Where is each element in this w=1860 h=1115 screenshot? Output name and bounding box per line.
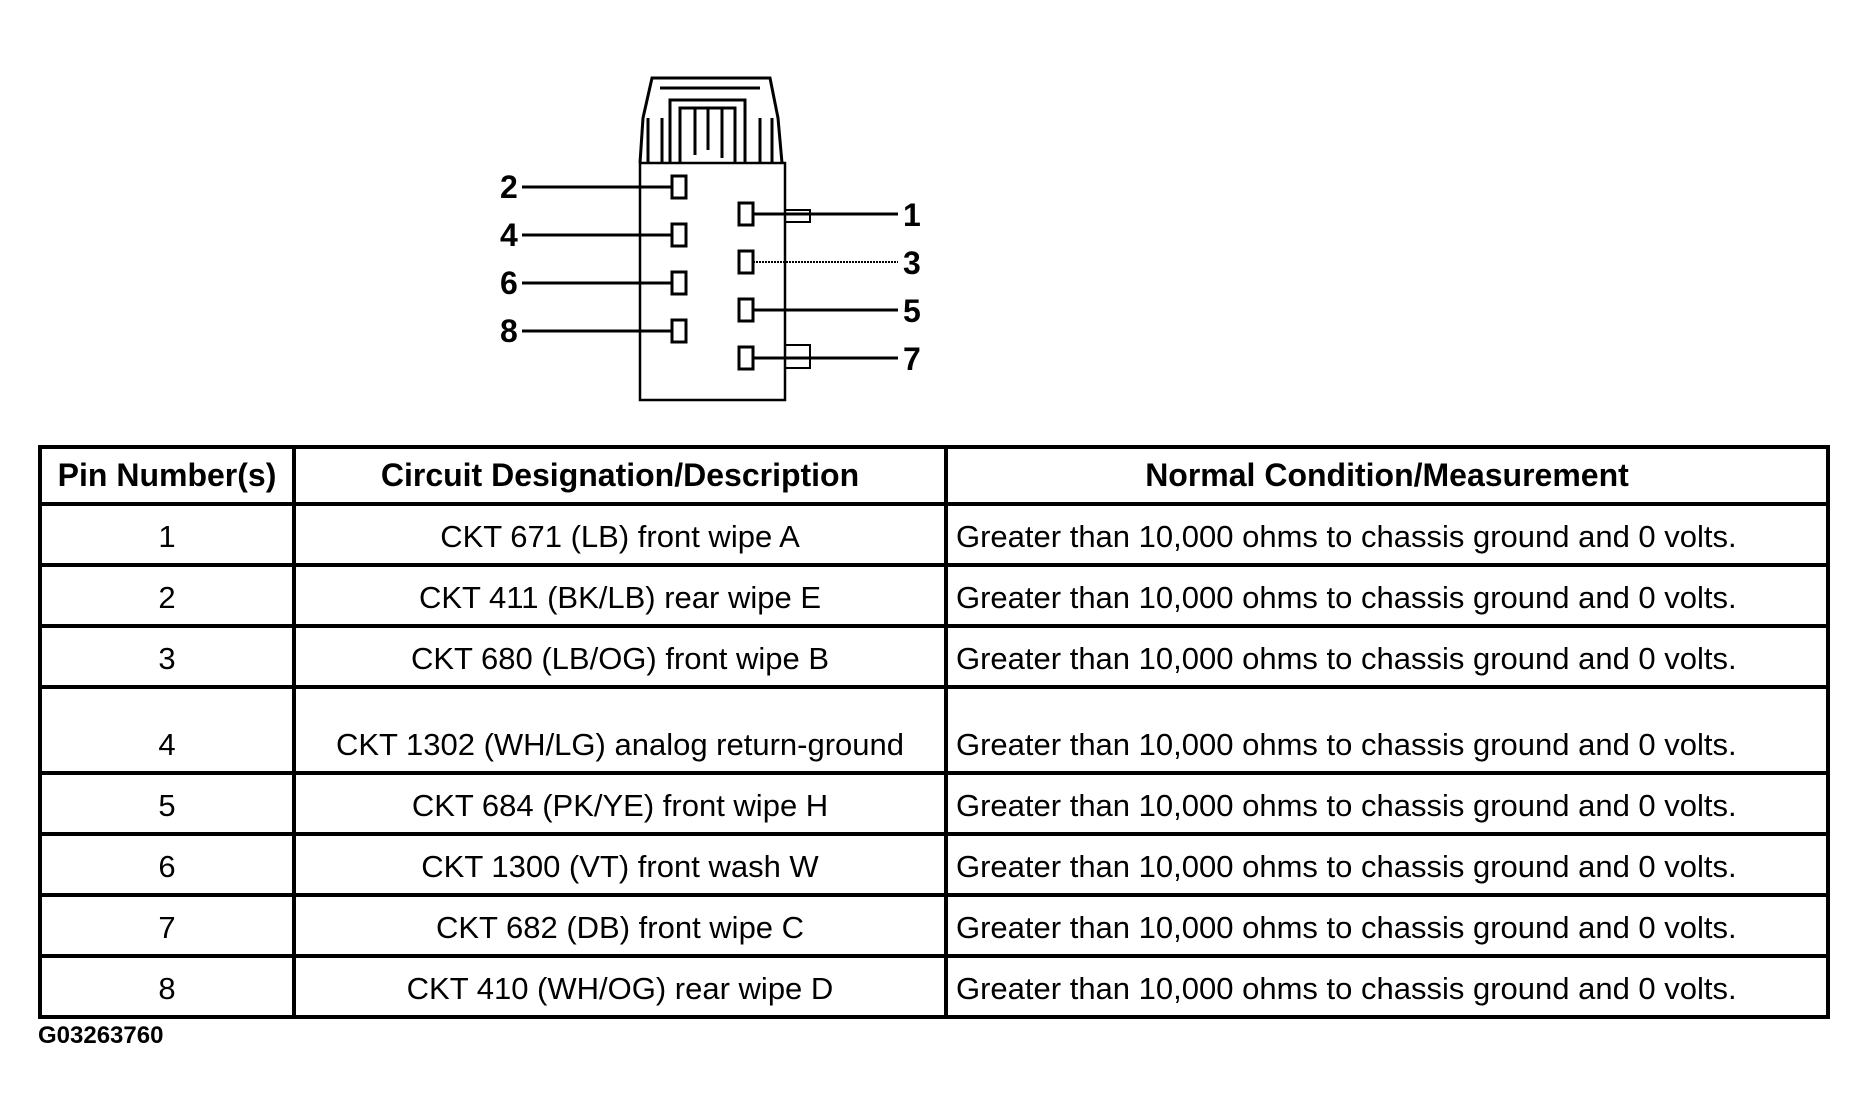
- table-row: 1 CKT 671 (LB) front wipe A Greater than…: [38, 502, 1830, 567]
- pin-1-terminal: [737, 201, 755, 227]
- measurement-cell: Greater than 10,000 ohms to chassis grou…: [944, 893, 1830, 958]
- table-row: 3 CKT 680 (LB/OG) front wipe B Greater t…: [38, 624, 1830, 689]
- pin-3-terminal: [737, 249, 755, 275]
- circuit-cell: CKT 682 (DB) front wipe C: [292, 893, 948, 958]
- measurement-cell: Greater than 10,000 ohms to chassis grou…: [944, 954, 1830, 1019]
- table-header-row: Pin Number(s) Circuit Designation/Descri…: [38, 445, 1830, 506]
- pin-2-terminal: [670, 174, 688, 200]
- measurement-cell: Greater than 10,000 ohms to chassis grou…: [944, 624, 1830, 689]
- pin-cell: 4: [38, 685, 296, 775]
- circuit-cell: CKT 1300 (VT) front wash W: [292, 832, 948, 897]
- pin-cell: 2: [38, 563, 296, 628]
- pin-5-terminal: [737, 297, 755, 323]
- pin-8-terminal: [670, 318, 688, 344]
- measurement-cell: Greater than 10,000 ohms to chassis grou…: [944, 832, 1830, 897]
- circuit-cell: CKT 680 (LB/OG) front wipe B: [292, 624, 948, 689]
- measurement-cell: Greater than 10,000 ohms to chassis grou…: [944, 502, 1830, 567]
- left-pin-column: [522, 174, 688, 344]
- pin-6-label: 6: [500, 265, 518, 301]
- connector-diagram: 2 4 6 8 1 3 5 7: [500, 76, 921, 402]
- pin-7-terminal: [737, 345, 755, 371]
- pin-cell: 7: [38, 893, 296, 958]
- pin-3-label: 3: [903, 245, 921, 281]
- pin-cell: 3: [38, 624, 296, 689]
- circuit-cell: CKT 411 (BK/LB) rear wipe E: [292, 563, 948, 628]
- measurement-cell: Greater than 10,000 ohms to chassis grou…: [944, 685, 1830, 775]
- header-normal-condition: Normal Condition/Measurement: [944, 445, 1830, 506]
- pin-2-label: 2: [500, 169, 518, 205]
- figure-id: G03263760: [38, 1022, 164, 1049]
- circuit-cell: CKT 684 (PK/YE) front wipe H: [292, 771, 948, 836]
- table-row: 2 CKT 411 (BK/LB) rear wipe E Greater th…: [38, 563, 1830, 628]
- pin-4-terminal: [670, 222, 688, 248]
- pin-1-label: 1: [903, 197, 921, 233]
- connector-locking-tab: [638, 76, 784, 164]
- right-pin-column: [737, 201, 898, 371]
- pin-cell: 5: [38, 771, 296, 836]
- pin-5-label: 5: [903, 293, 921, 329]
- table-row: 5 CKT 684 (PK/YE) front wipe H Greater t…: [38, 771, 1830, 836]
- header-pin-numbers: Pin Number(s): [38, 445, 296, 506]
- pin-cell: 6: [38, 832, 296, 897]
- pin-cell: 1: [38, 502, 296, 567]
- circuit-cell: CKT 410 (WH/OG) rear wipe D: [292, 954, 948, 1019]
- measurement-cell: Greater than 10,000 ohms to chassis grou…: [944, 563, 1830, 628]
- measurement-cell: Greater than 10,000 ohms to chassis grou…: [944, 771, 1830, 836]
- pin-7-label: 7: [903, 341, 921, 377]
- header-circuit-designation: Circuit Designation/Description: [292, 445, 948, 506]
- circuit-cell: CKT 671 (LB) front wipe A: [292, 502, 948, 567]
- table-row: 6 CKT 1300 (VT) front wash W Greater tha…: [38, 832, 1830, 897]
- pin-8-label: 8: [500, 313, 518, 349]
- pin-6-terminal: [670, 270, 688, 296]
- pin-cell: 8: [38, 954, 296, 1019]
- table-row: 4 CKT 1302 (WH/LG) analog return-ground …: [38, 685, 1830, 775]
- table-row: 7 CKT 682 (DB) front wipe C Greater than…: [38, 893, 1830, 958]
- pin-measurement-table: Pin Number(s) Circuit Designation/Descri…: [38, 445, 1830, 1019]
- table-row: 8 CKT 410 (WH/OG) rear wipe D Greater th…: [38, 954, 1830, 1019]
- pin-4-label: 4: [500, 217, 518, 253]
- circuit-cell: CKT 1302 (WH/LG) analog return-ground: [292, 685, 948, 775]
